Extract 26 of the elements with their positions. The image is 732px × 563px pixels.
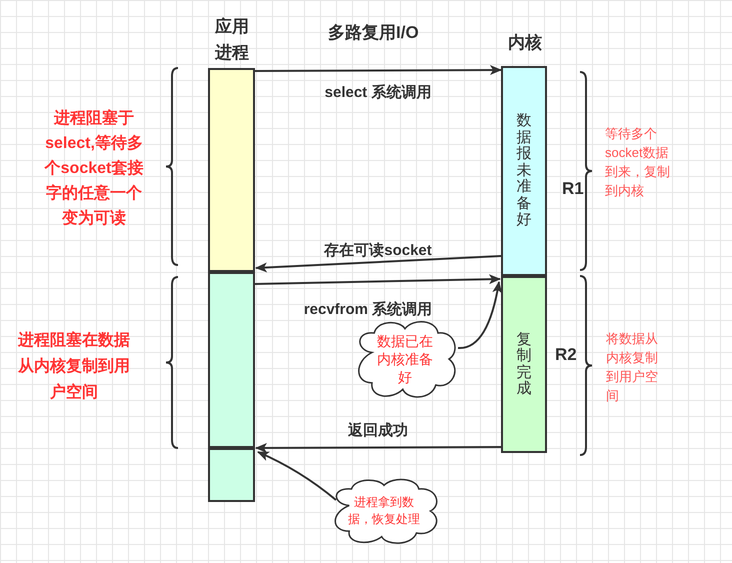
phase-label: R2 [555,344,577,366]
edge-label: recvfrom 系统调用 [304,300,432,320]
annotation-text: 等待多个socket数据到来，复制到内核 [605,125,671,200]
arrow [254,274,501,285]
phase-label: R1 [562,178,584,200]
arrow [255,442,501,453]
timeline-bar [208,68,255,272]
edge-label: select 系统调用 [324,83,432,103]
phase-text: 复制完成 [516,332,532,398]
timeline-bar [208,448,255,502]
annotation-text: 进程阻塞在数据从内核复制到用户空间 [18,330,130,403]
arrow [255,65,502,76]
column-heading: 内核 [507,32,543,54]
curved-arrow [257,451,337,501]
annotation-text: 将数据从内核复制到用户空间 [606,330,659,405]
timeline-bar [208,272,255,448]
phase-text: 数据报未准备好 [516,113,532,229]
callout-text: 进程拿到数据，恢复处理 [348,494,420,528]
edge-label: 返回成功 [348,421,408,441]
column-heading: 应用进程 [214,16,250,64]
curved-arrow [458,281,502,349]
edge-label: 存在可读socket [324,241,432,261]
title: 多路复用I/O [328,22,419,44]
annotation-text: 进程阻塞于select,等待多个socket套接字的任意一个变为可读 [43,108,144,229]
callout-text: 数据已在内核准备好 [376,332,434,386]
arrow [255,255,502,272]
